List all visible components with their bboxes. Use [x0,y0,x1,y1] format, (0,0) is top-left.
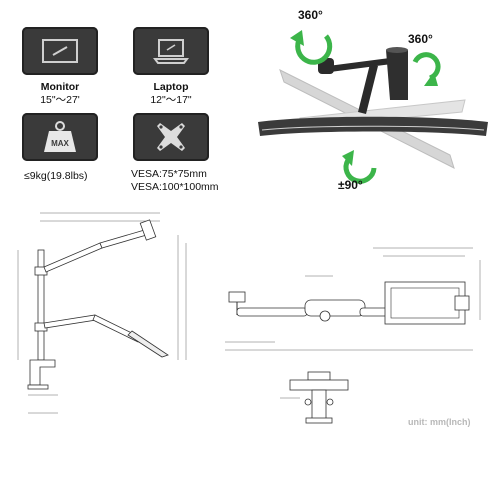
monitor-icon [42,39,78,63]
weight-spec-tile: MAX [22,113,98,161]
vesa-line-1: VESA:75*75mm [131,168,207,180]
rotate-arrow-top [295,34,333,65]
pole [37,249,45,361]
vesa-icon [157,123,185,151]
unit-note: unit: mm(Inch) [408,417,471,427]
laptop-icon [153,39,189,64]
top-view-drawing [225,247,481,351]
vesa-spec-tile [133,113,209,161]
monitor-title: Monitor [40,81,80,93]
side-view-drawing [17,212,187,414]
weight-text: ≤9kg(19.8lbs) [24,170,88,182]
base-mount [228,291,246,303]
laptop-spec-tile [133,27,209,75]
monitor-range: 15"～27' [40,94,80,106]
arm-lower-segment [358,64,378,114]
rotation-label-top: 360° [298,8,323,22]
mount-pole [386,50,408,100]
tilt-label: ±90° [338,178,363,192]
vesa-line-2: VESA:100*100mm [131,181,219,193]
rotation-label-right: 360° [408,32,433,46]
weight-max-badge: MAX [51,139,69,148]
clamp-detail-drawing [280,371,349,424]
monitor-arm-illustration [258,30,488,184]
weight-icon: MAX [44,121,76,152]
rotate-arrow-right [412,52,441,81]
arm-upper-segment [328,58,392,72]
laptop-title: Laptop [153,81,189,93]
clamp [29,359,56,386]
laptop-range: 12"～17" [150,94,192,106]
monitor-spec-tile [22,27,98,75]
tilt-arrow [343,158,377,184]
